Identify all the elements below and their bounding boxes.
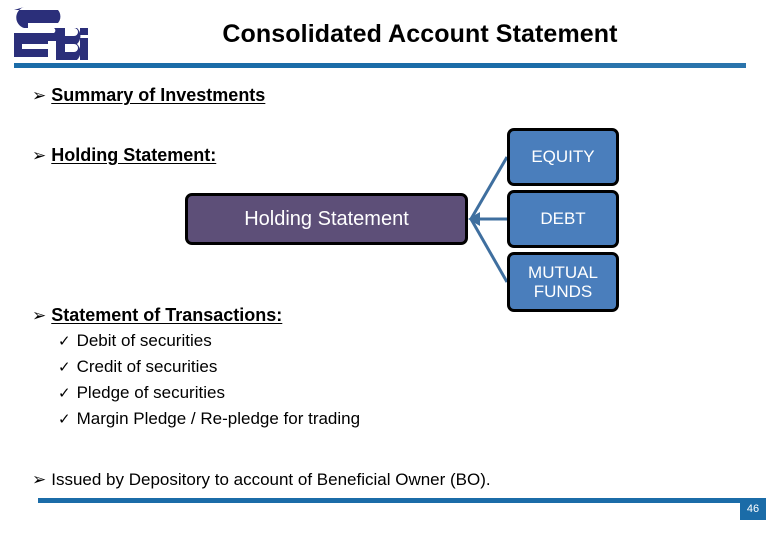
bullet-summary-of-investments: ➢ Summary of Investments bbox=[32, 85, 265, 106]
list-item-label: Credit of securities bbox=[76, 357, 218, 376]
diagram-node-holding-statement-label: Holding Statement bbox=[244, 207, 409, 230]
holding-statement-diagram: Holding Statement EQUITY DEBT MUTUAL FUN… bbox=[180, 120, 625, 315]
bullet-issued-label: Issued by Depository to account of Benef… bbox=[51, 470, 491, 489]
diagram-connector-lines bbox=[468, 156, 509, 283]
bullet-issued-by-depository: ➢ Issued by Depository to account of Ben… bbox=[32, 470, 491, 490]
bullet-summary-label: Summary of Investments bbox=[51, 85, 266, 105]
list-item: ✓ Margin Pledge / Re-pledge for trading bbox=[58, 409, 360, 435]
diagram-node-equity[interactable]: EQUITY bbox=[507, 128, 619, 186]
check-icon: ✓ bbox=[58, 358, 71, 376]
page-number-badge: 46 bbox=[740, 498, 766, 520]
diagram-node-debt[interactable]: DEBT bbox=[507, 190, 619, 248]
bullet-holding-label: Holding Statement: bbox=[51, 145, 217, 165]
bullet-statement-of-transactions: ➢ Statement of Transactions: bbox=[32, 305, 282, 326]
arrow-bullet-icon: ➢ bbox=[32, 86, 47, 106]
transactions-list: ✓ Debit of securities ✓ Credit of securi… bbox=[58, 331, 360, 435]
arrow-bullet-icon: ➢ bbox=[32, 146, 47, 166]
check-icon: ✓ bbox=[58, 332, 71, 350]
list-item: ✓ Pledge of securities bbox=[58, 383, 360, 409]
header-divider bbox=[14, 63, 746, 68]
diagram-node-holding-statement[interactable]: Holding Statement bbox=[185, 193, 468, 245]
page-title: Consolidated Account Statement bbox=[222, 20, 618, 48]
header-divider-right bbox=[560, 63, 746, 68]
diagram-node-mutual-funds[interactable]: MUTUAL FUNDS bbox=[507, 252, 619, 312]
check-icon: ✓ bbox=[58, 384, 71, 402]
diagram-node-mutual-funds-line2: FUNDS bbox=[533, 282, 593, 301]
bullet-statement-label: Statement of Transactions: bbox=[51, 305, 283, 325]
diagram-node-equity-label: EQUITY bbox=[531, 147, 595, 167]
header-divider-left bbox=[14, 63, 560, 68]
list-item-label: Margin Pledge / Re-pledge for trading bbox=[76, 409, 361, 428]
list-item-label: Debit of securities bbox=[76, 331, 212, 350]
diagram-node-mutual-funds-label: MUTUAL FUNDS bbox=[528, 263, 598, 301]
list-item: ✓ Debit of securities bbox=[58, 331, 360, 357]
sebi-logo bbox=[6, 4, 94, 66]
list-item: ✓ Credit of securities bbox=[58, 357, 360, 383]
diagram-node-mutual-funds-line1: MUTUAL bbox=[528, 262, 598, 282]
arrow-bullet-icon: ➢ bbox=[32, 306, 47, 326]
bullet-holding-statement: ➢ Holding Statement: bbox=[32, 145, 216, 166]
arrow-bullet-icon: ➢ bbox=[32, 470, 47, 490]
diagram-node-debt-label: DEBT bbox=[540, 209, 586, 229]
footer-divider bbox=[38, 498, 765, 503]
check-icon: ✓ bbox=[58, 410, 71, 428]
list-item-label: Pledge of securities bbox=[76, 383, 225, 402]
